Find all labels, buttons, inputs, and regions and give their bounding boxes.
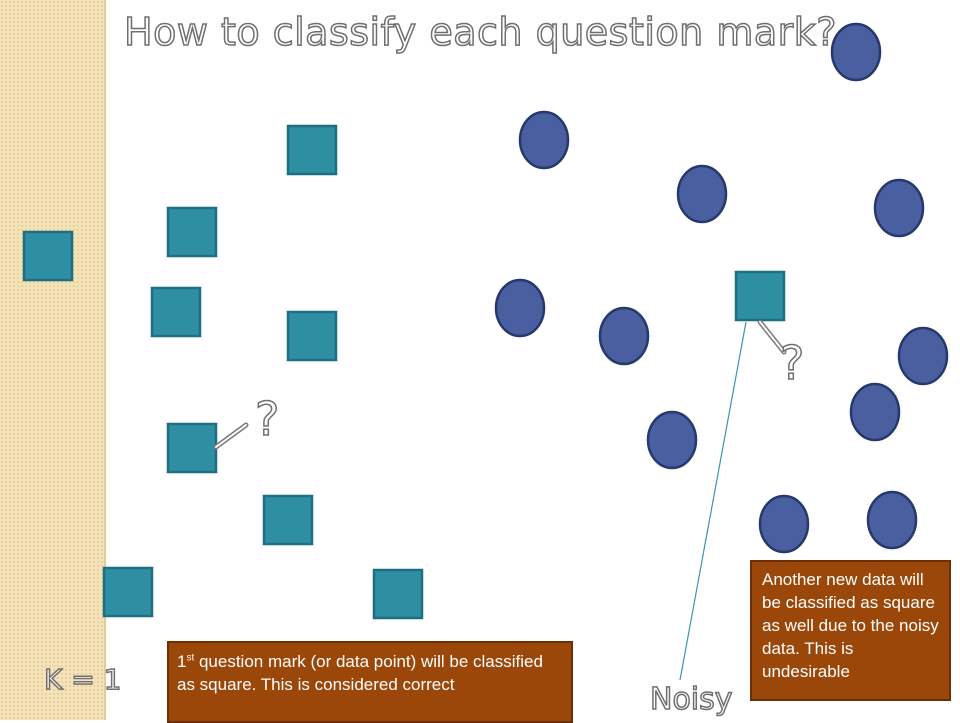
ordinal-suffix: st [186,652,195,664]
square-point [166,206,218,258]
question-mark-2: ? [779,335,805,391]
slide-title: How to classify each question mark? [123,9,837,55]
question-mark-1: ? [254,391,280,447]
note-first-question-mark: 1st question mark (or data point) will b… [167,641,573,723]
circle-point [758,494,810,554]
nearest-neighbor-arrow-1 [213,422,249,450]
circle-point [849,382,901,442]
square-point [262,494,314,546]
circle-point [830,22,882,82]
circle-point [866,490,918,550]
circle-point [646,410,698,470]
square-point [150,286,202,338]
square-point [102,566,154,618]
square-point [166,422,218,474]
ordinal-number: 1 [177,652,187,671]
circle-point [897,326,949,386]
note-1-text: question mark (or data point) will be cl… [177,652,543,694]
note-2-text: Another new data will be classified as s… [762,570,939,681]
circle-point [598,306,650,366]
square-point [286,124,338,176]
k-value-label: K = 1 [43,662,122,697]
note-second-question-mark: Another new data will be classified as s… [750,560,951,701]
square-point [22,230,74,282]
nearest-neighbor-arrow-2 [757,319,787,355]
circle-point [518,110,570,170]
slide-sidebar-decoration [0,0,106,720]
square-point [372,568,424,620]
square-point [286,310,338,362]
circle-point [873,178,925,238]
circle-point [494,278,546,338]
noisy-square-point [734,270,786,322]
noisy-label: Noisy [649,681,733,718]
noisy-pointer-line [679,321,747,681]
circle-point [676,164,728,224]
